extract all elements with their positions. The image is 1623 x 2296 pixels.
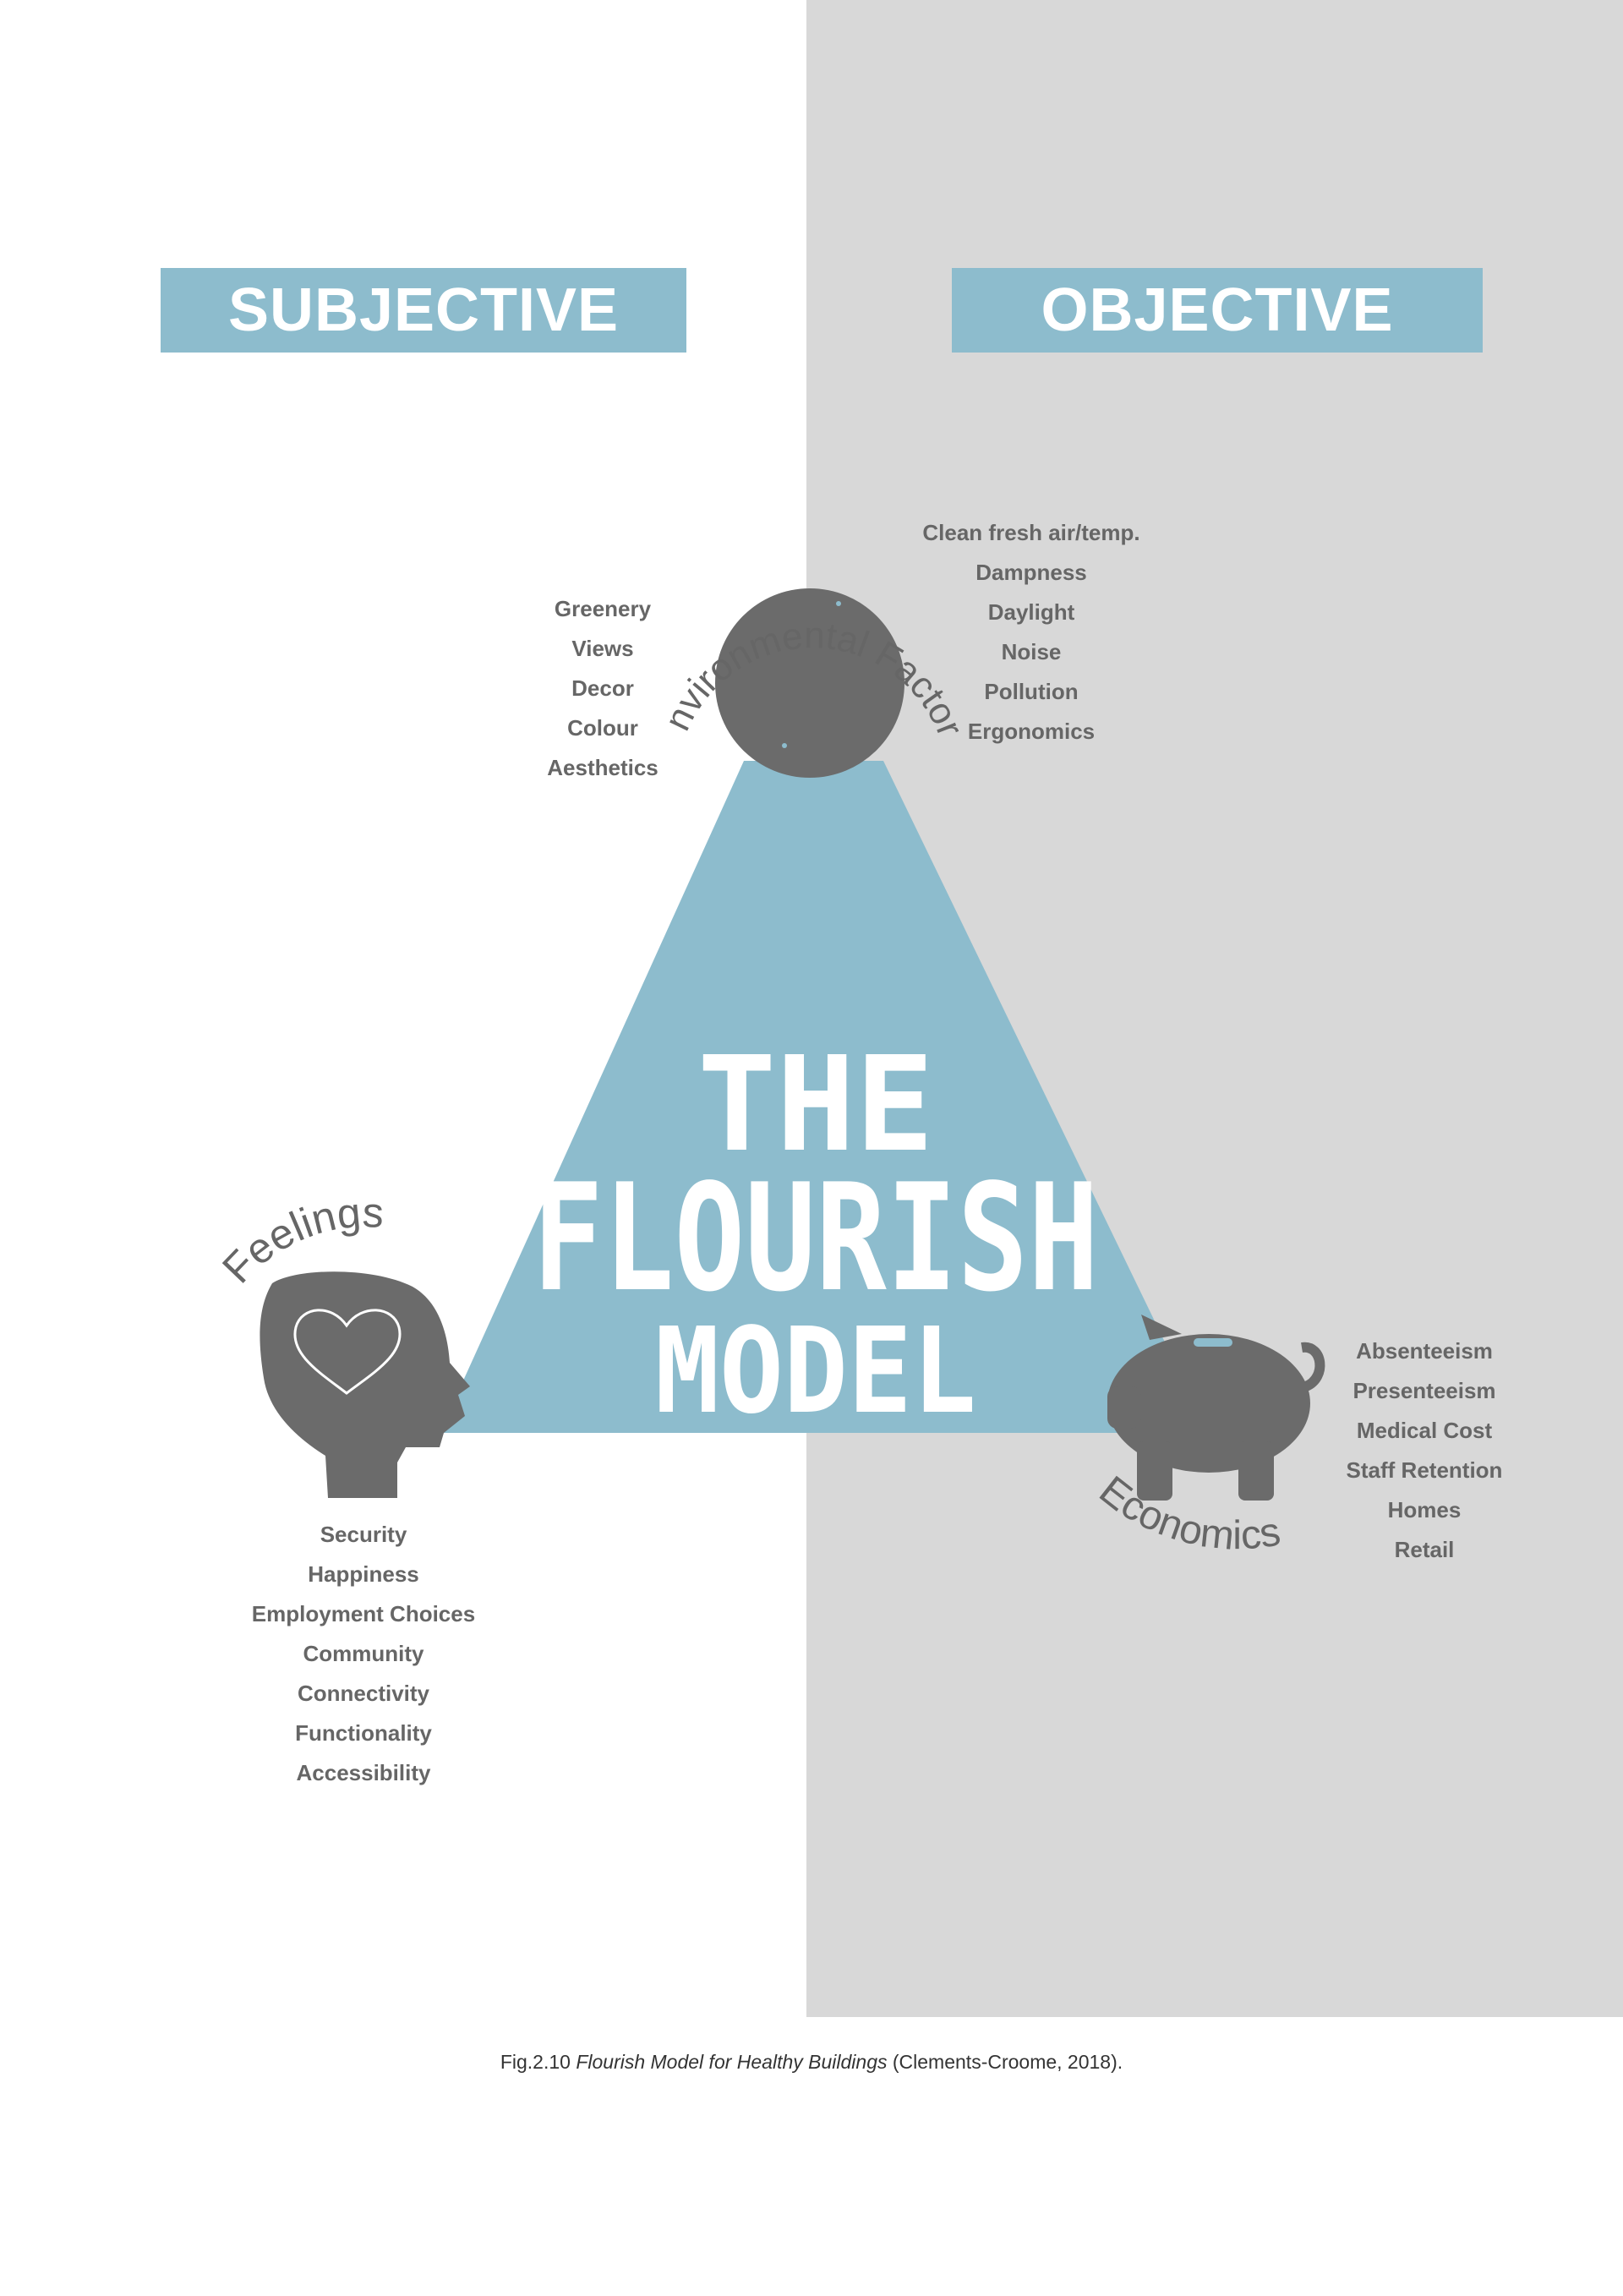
list-item: Happiness (308, 1561, 419, 1587)
list-item: Aesthetics (547, 755, 658, 780)
list-item: Connectivity (297, 1681, 430, 1706)
list-item: Decor (571, 675, 634, 701)
list-item: Greenery (554, 596, 652, 621)
subjective-header: SUBJECTIVE (161, 268, 686, 353)
caption-title: Flourish Model for Healthy Buildings (576, 2051, 888, 2073)
list-item: Noise (1001, 639, 1062, 664)
list-item: Homes (1387, 1497, 1462, 1522)
title-line-model: MODEL (655, 1303, 976, 1440)
globe-highlight (782, 743, 787, 748)
list-item: Pollution (984, 679, 1079, 704)
globe-icon (715, 588, 904, 778)
caption-prefix: Fig.2.10 (500, 2051, 577, 2073)
list-item: Employment Choices (251, 1601, 476, 1626)
list-item: Retail (1394, 1537, 1455, 1562)
head-heart-icon (260, 1271, 470, 1498)
list-item: Presenteeism (1352, 1378, 1496, 1403)
piggy-bank-icon (1107, 1315, 1325, 1501)
list-item: Colour (567, 715, 638, 741)
environmental-objective-list: Clean fresh air/temp. Dampness Daylight … (896, 513, 1167, 752)
list-item: Views (571, 636, 634, 661)
list-item: Clean fresh air/temp. (922, 520, 1140, 545)
title-line-the: THE (697, 1028, 934, 1181)
flourish-triangle (440, 761, 1209, 1433)
list-item: Absenteeism (1356, 1338, 1493, 1364)
list-item: Ergonomics (967, 719, 1096, 744)
objective-header: OBJECTIVE (952, 268, 1483, 353)
list-item: Staff Retention (1346, 1457, 1503, 1483)
caption-source: (Clements-Croome, 2018). (887, 2051, 1123, 2073)
list-item: Dampness (975, 560, 1087, 585)
list-item: Functionality (295, 1720, 432, 1746)
list-item: Medical Cost (1356, 1418, 1493, 1443)
economics-list: Absenteeism Presenteeism Medical Cost St… (1314, 1331, 1534, 1570)
environmental-subjective-list: Greenery Views Decor Colour Aesthetics (518, 589, 687, 788)
list-item: Daylight (987, 599, 1075, 625)
list-item: Security (320, 1522, 407, 1547)
figure-caption: Fig.2.10 Flourish Model for Healthy Buil… (0, 2051, 1623, 2074)
list-item: Community (303, 1641, 424, 1666)
list-item: Accessibility (296, 1760, 431, 1785)
globe-highlight (836, 601, 841, 606)
feelings-list: Security Happiness Employment Choices Co… (211, 1515, 516, 1793)
title-line-flourish: FLOURISH (533, 1153, 1099, 1325)
